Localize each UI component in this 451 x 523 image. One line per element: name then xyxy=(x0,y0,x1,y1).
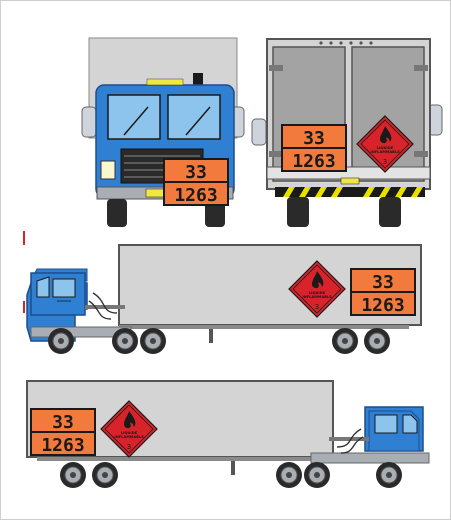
left-wheel-4 xyxy=(332,328,358,354)
right-wheel-3 xyxy=(276,462,302,488)
left-side-placard-un-number: 1263 xyxy=(361,295,404,316)
right-side-placard: 33 1263 xyxy=(31,409,95,456)
right-side-label-class: 3 xyxy=(127,443,131,451)
exhaust-stack xyxy=(193,73,203,85)
right-side-placard-hazard-id: 33 xyxy=(52,412,74,433)
left-mirror xyxy=(82,107,96,137)
clearance-lights xyxy=(147,79,183,85)
right-side-label-line2: INFLAMMABLE xyxy=(114,435,144,439)
right-windshield xyxy=(168,95,220,139)
headlight-left xyxy=(101,161,115,179)
left-landing-gear xyxy=(209,329,213,343)
right-wheel-2 xyxy=(92,462,118,488)
left-side-label-line2: INFLAMMABLE xyxy=(302,295,332,299)
front-placard-hazard-id: 33 xyxy=(185,162,207,183)
left-wheel-3 xyxy=(140,328,166,354)
edge-mark-2 xyxy=(23,301,25,313)
right-landing-gear xyxy=(231,461,235,475)
rear-label-line2: INFLAMMABLE xyxy=(370,150,400,154)
left-cab-window-side xyxy=(53,279,75,297)
rear-wheel-right xyxy=(379,197,401,227)
left-wheel-1 xyxy=(48,328,74,354)
right-cab-window-side xyxy=(375,415,397,433)
rear-placard-hazard-id: 33 xyxy=(303,128,325,149)
front-placard-un-number: 1263 xyxy=(174,185,217,206)
rear-wheel-left xyxy=(287,197,309,227)
left-wheel-5 xyxy=(364,328,390,354)
front-placard: 33 1263 xyxy=(164,159,228,206)
edge-mark-1 xyxy=(23,231,25,245)
rear-label-class: 3 xyxy=(383,158,387,166)
left-side-label-class: 3 xyxy=(315,303,319,311)
left-wheel-2 xyxy=(112,328,138,354)
left-side-placard-hazard-id: 33 xyxy=(372,272,394,293)
rear-left-mirror xyxy=(252,119,266,145)
right-wheel-4 xyxy=(304,462,330,488)
left-windshield xyxy=(108,95,160,139)
left-cab-window-front xyxy=(37,277,49,297)
right-chassis xyxy=(311,453,429,463)
front-wheel-left xyxy=(107,199,127,227)
left-side-placard: 33 1263 xyxy=(351,269,415,316)
rear-placard: 33 1263 xyxy=(282,125,346,172)
rear-license-plate xyxy=(341,178,359,184)
rear-placard-un-number: 1263 xyxy=(292,151,335,172)
right-wheel-1 xyxy=(60,462,86,488)
right-side-placard-un-number: 1263 xyxy=(41,435,84,456)
right-wheel-5 xyxy=(376,462,402,488)
